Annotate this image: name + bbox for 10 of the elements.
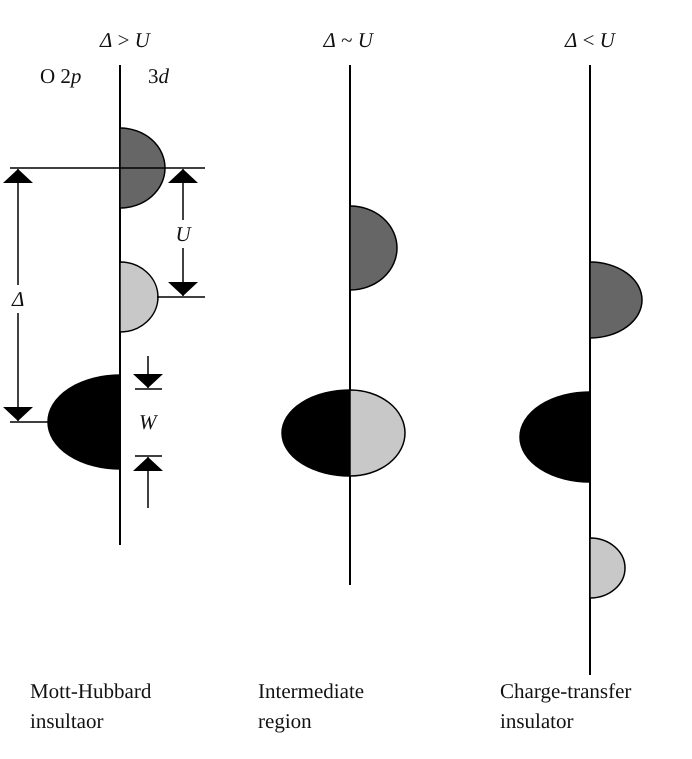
caption: Intermediate region: [258, 678, 366, 735]
regime-label: Δ > U: [100, 27, 150, 54]
band-label: 3d: [148, 63, 169, 90]
regime-label: Δ ~ U: [324, 27, 373, 54]
band-label: O 2p: [40, 63, 82, 90]
dimension-label: Δ: [10, 285, 26, 313]
dimension-label: W: [139, 409, 156, 436]
caption: Charge-transfer insulator: [500, 678, 632, 735]
caption: Mott-Hubbard insultaor: [30, 678, 152, 735]
regime-label: Δ < U: [565, 27, 615, 54]
